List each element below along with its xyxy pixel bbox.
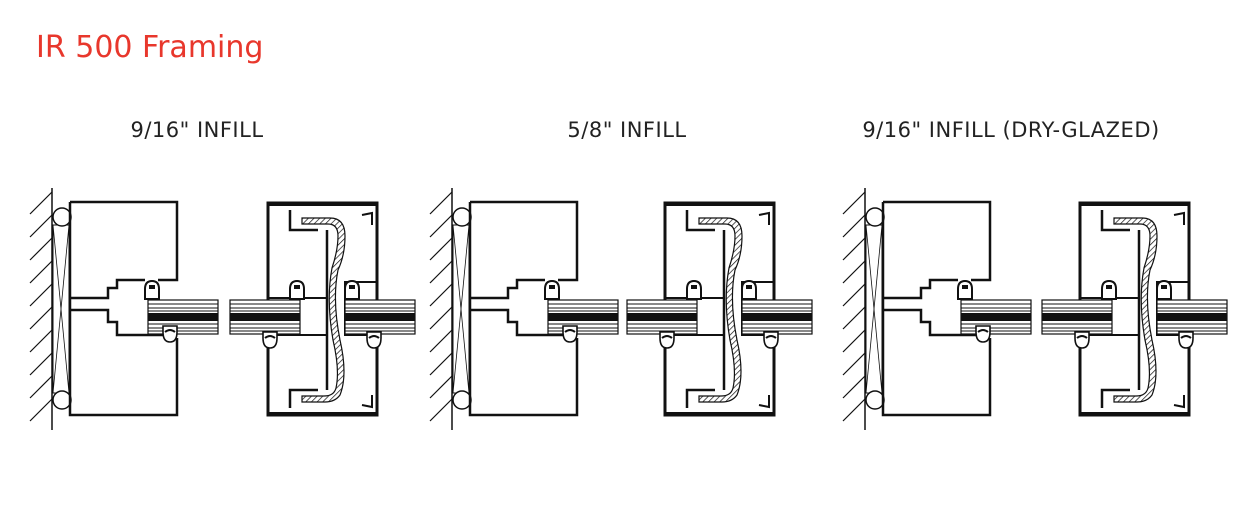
section-2-mullion — [627, 202, 812, 416]
section-2-jamb — [430, 188, 618, 430]
section-label-5-8-infill: 5/8" INFILL — [567, 118, 687, 142]
page-title: IR 500 Framing — [36, 30, 264, 65]
section-3-jamb — [843, 188, 1031, 430]
section-3-mullion — [1042, 202, 1227, 416]
section-1-mullion — [230, 202, 415, 416]
section-1-jamb — [30, 188, 218, 430]
section-label-9-16-infill: 9/16" INFILL — [130, 118, 264, 142]
section-label-dry-glazed: 9/16" INFILL (DRY-GLAZED) — [862, 118, 1160, 142]
